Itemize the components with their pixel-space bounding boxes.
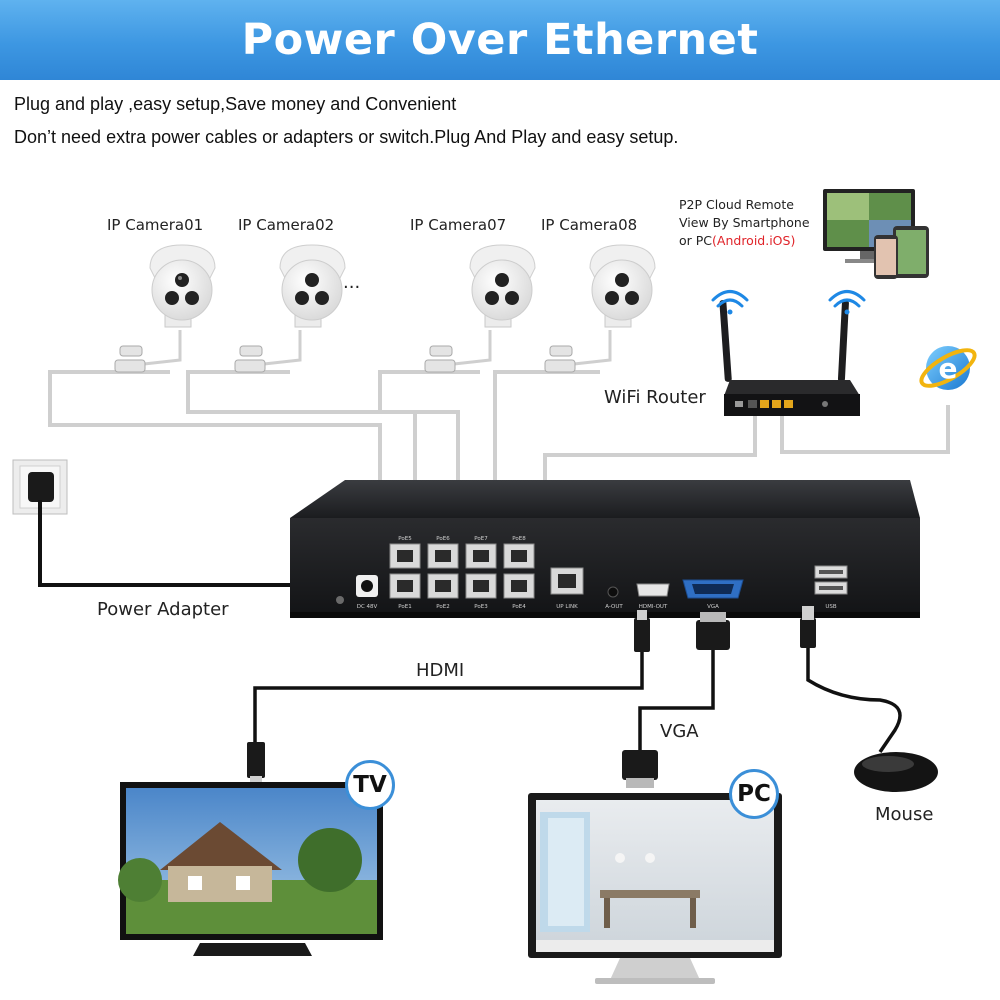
pc-badge: PC xyxy=(729,769,779,819)
intro-line-2: Don’t need extra power cables or adapter… xyxy=(14,127,679,147)
aout-label: A-OUT xyxy=(605,604,623,610)
hdmi-plug-tv xyxy=(247,742,265,784)
mouse-label: Mouse xyxy=(875,804,934,825)
remote-view-devices xyxy=(823,189,929,279)
vga-plug-nvr xyxy=(696,612,730,650)
ellipsis: ... xyxy=(343,272,361,293)
p2p-line-3: or PC(Android.iOS) xyxy=(679,232,810,250)
ip-camera-08 xyxy=(589,244,656,328)
vga-port-label: VGA xyxy=(707,604,719,610)
port-label-poe7: PoE7 xyxy=(474,536,488,542)
usb-label: USB xyxy=(825,604,837,610)
hdmi-out-label: HDMI-OUT xyxy=(639,604,668,610)
port-label-poe5: PoE5 xyxy=(398,536,412,542)
port-label-poe3: PoE3 xyxy=(474,604,488,610)
camera-label-02: IP Camera02 xyxy=(238,216,335,234)
wifi-router xyxy=(719,300,860,416)
p2p-cloud-text: P2P Cloud Remote View By Smartphone or P… xyxy=(679,196,810,250)
internet-explorer-icon: e xyxy=(919,346,977,390)
p2p-platforms: (Android.iOS) xyxy=(712,233,796,248)
tv-badge: TV xyxy=(345,760,395,810)
p2p-line-1: P2P Cloud Remote xyxy=(679,197,794,212)
wifi-icon xyxy=(711,290,749,315)
vga-label: VGA xyxy=(660,721,699,742)
mouse-icon xyxy=(854,752,938,792)
camera-connectors xyxy=(114,345,576,373)
output-cables xyxy=(253,645,902,760)
wifi-icon xyxy=(828,290,866,315)
title-banner: Power Over Ethernet xyxy=(0,0,1000,80)
camera-label-07: IP Camera07 xyxy=(410,216,507,234)
poe-nvr xyxy=(290,480,920,618)
page-title: Power Over Ethernet xyxy=(241,15,759,65)
pc-monitor xyxy=(528,793,782,984)
camera-label-01: IP Camera01 xyxy=(107,216,204,234)
ip-camera-01 xyxy=(149,244,216,328)
port-label-poe4: PoE4 xyxy=(512,604,526,610)
power-adapter-label: Power Adapter xyxy=(97,599,229,620)
vga-plug-pc xyxy=(622,750,658,788)
tv-monitor xyxy=(118,782,383,956)
uplink-label: UP LINK xyxy=(556,604,578,610)
ip-camera-07 xyxy=(469,244,536,328)
ip-camera-02 xyxy=(279,244,346,328)
camera-label-08: IP Camera08 xyxy=(541,216,638,234)
p2p-line-2: View By Smartphone xyxy=(679,215,810,230)
port-label-poe2: PoE2 xyxy=(436,604,449,610)
intro-line-1: Plug and play ,easy setup,Save money and… xyxy=(14,94,457,114)
usb-plug xyxy=(800,606,816,648)
dc-label: DC 48V xyxy=(357,604,378,610)
hdmi-label: HDMI xyxy=(416,660,465,681)
wall-socket-icon xyxy=(12,459,68,515)
svg-text:e: e xyxy=(939,352,958,385)
port-label-poe1: PoE1 xyxy=(398,604,411,610)
hdmi-plug-nvr xyxy=(634,610,650,652)
p2p-line-3-prefix: or PC xyxy=(679,233,713,248)
power-cable xyxy=(38,500,320,587)
router-label: WiFi Router xyxy=(604,387,706,408)
port-label-poe8: PoE8 xyxy=(512,536,526,542)
port-label-poe6: PoE6 xyxy=(436,536,450,542)
